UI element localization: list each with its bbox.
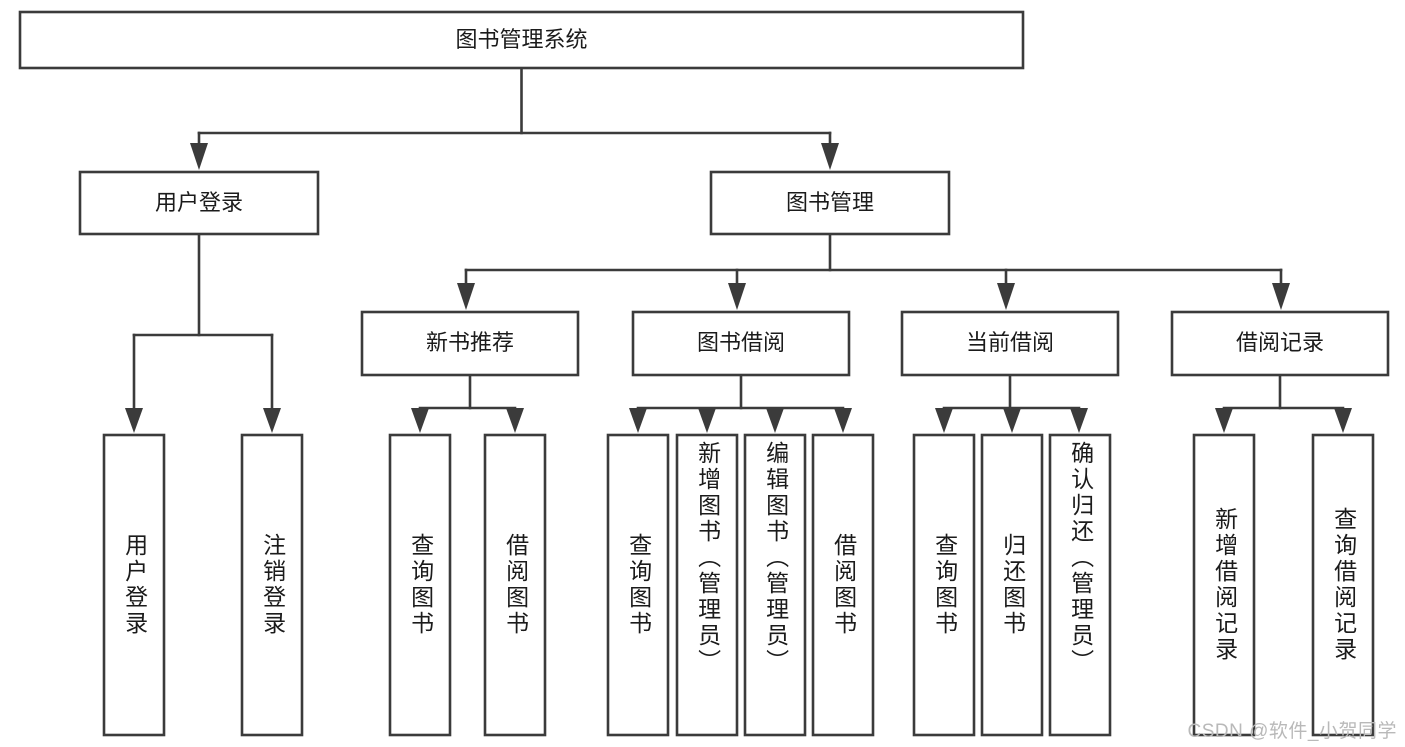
arrow-head-leaf-return: [1003, 408, 1021, 433]
arrow-head-leaf-query-1: [411, 408, 429, 433]
node-borrow-record-box[interactable]: [1170, 310, 1390, 377]
node-user-login-box[interactable]: [78, 170, 320, 236]
leaf-box-query-book-2[interactable]: [606, 433, 670, 737]
node-root-label: 图书管理系统: [455, 27, 587, 52]
node-current-borrow-box[interactable]: [900, 310, 1120, 377]
arrow-head-newbook: [457, 283, 475, 310]
leaf-box-query-book-1[interactable]: [388, 433, 452, 737]
arrow-head-userlogin: [190, 143, 208, 170]
arrow-head-leaf-addbook: [698, 408, 716, 433]
connector-group-userlogin: [125, 232, 281, 433]
arrow-head-leaf-logout: [263, 408, 281, 433]
leaf-box-user-login[interactable]: [102, 433, 166, 737]
leaf-box-add-borrow-record[interactable]: [1192, 433, 1256, 737]
node-book-borrow-label: 图书借阅: [697, 330, 785, 355]
arrow-head-leaf-query-3: [935, 408, 953, 433]
connector-group-bookmgmt: [457, 232, 1290, 310]
arrow-head-leaf-confirm: [1070, 408, 1088, 433]
node-book-management-label: 图书管理: [786, 190, 874, 215]
arrow-head-current: [997, 283, 1015, 310]
arrow-head-borrow: [728, 283, 746, 310]
leaf-box-borrow-book-2[interactable]: [811, 433, 875, 737]
connector-group-current: [935, 373, 1088, 433]
node-user-login-label: 用户登录: [155, 190, 243, 215]
arrow-head-leaf-borrow-2: [834, 408, 852, 433]
arrow-head-record: [1272, 283, 1290, 310]
node-root-box[interactable]: [18, 10, 1025, 70]
leaf-box-query-borrow-record[interactable]: [1311, 433, 1375, 737]
node-book-management[interactable]: 图书管理: [709, 170, 951, 236]
arrow-head-leaf-addrecord: [1215, 408, 1233, 433]
arrow-head-leaf-borrow-1: [506, 408, 524, 433]
arrow-head-bookmgmt: [821, 143, 839, 170]
node-borrow-record-label: 借阅记录: [1236, 330, 1324, 355]
leaf-box-logout[interactable]: [240, 433, 304, 737]
node-borrow-record[interactable]: 借阅记录: [1170, 310, 1390, 377]
arrow-head-leaf-editbook: [766, 408, 784, 433]
leaf-box-query-book-3[interactable]: [912, 433, 976, 737]
leaf-box-add-book[interactable]: [675, 433, 739, 737]
connector-group-record: [1215, 373, 1352, 433]
arrow-head-leaf-userlogin: [125, 408, 143, 433]
node-book-borrow[interactable]: 图书借阅: [631, 310, 851, 377]
node-new-book-recommend[interactable]: 新书推荐: [360, 310, 580, 377]
leaf-box-confirm-return[interactable]: [1048, 433, 1112, 737]
node-root[interactable]: 图书管理系统: [18, 10, 1025, 70]
node-current-borrow-label: 当前借阅: [966, 330, 1054, 355]
arrow-head-leaf-queryrecord: [1334, 408, 1352, 433]
node-new-book-recommend-label: 新书推荐: [426, 330, 514, 355]
connector-group-newbook: [411, 373, 524, 433]
node-book-management-box[interactable]: [709, 170, 951, 236]
leaf-box-edit-book[interactable]: [743, 433, 807, 737]
leaf-box-borrow-book-1[interactable]: [483, 433, 547, 737]
node-user-login[interactable]: 用户登录: [78, 170, 320, 236]
connector-group-root: [190, 66, 839, 170]
connector-group-borrow: [629, 373, 852, 433]
leaf-box-return-book[interactable]: [980, 433, 1044, 737]
node-new-book-recommend-box[interactable]: [360, 310, 580, 377]
leaf-box-group: [102, 433, 1375, 737]
node-book-borrow-box[interactable]: [631, 310, 851, 377]
arrow-head-leaf-query-2: [629, 408, 647, 433]
node-current-borrow[interactable]: 当前借阅: [900, 310, 1120, 377]
